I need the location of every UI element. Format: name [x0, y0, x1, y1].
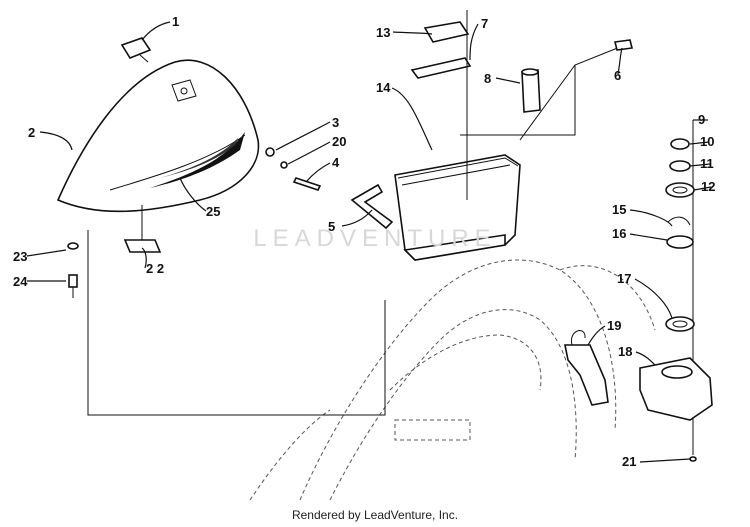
- callout-15: 15: [612, 202, 626, 217]
- leader-lines: [26, 21, 712, 463]
- assembly-lines: [87, 65, 576, 416]
- callout-10: 10: [700, 134, 714, 149]
- callout-16: 16: [612, 226, 626, 241]
- callout-22: 2 2: [146, 261, 164, 276]
- callout-8: 8: [484, 71, 491, 86]
- callout-25: 25: [206, 204, 220, 219]
- callout-19: 19: [607, 318, 621, 333]
- fitting-part: [521, 68, 541, 113]
- callout-7: 7: [481, 16, 488, 31]
- pad-part: [123, 205, 162, 253]
- hood-cover: [56, 59, 260, 213]
- washer-bolt: [67, 242, 79, 298]
- callout-13: 13: [376, 25, 390, 40]
- callout-6: 6: [614, 68, 621, 83]
- callout-labels: 1 2 3 20 4 25 23 24 2 2 5 14 13 7 8 6 9 …: [13, 14, 715, 469]
- callout-20: 20: [332, 134, 346, 149]
- callout-4: 4: [332, 155, 340, 170]
- callout-3: 3: [332, 115, 339, 130]
- hex-key: [350, 183, 394, 230]
- callout-17: 17: [617, 271, 631, 286]
- vehicle-outline: [249, 259, 656, 501]
- fasteners: [265, 147, 322, 191]
- footer-credit: Rendered by LeadVenture, Inc.: [291, 508, 459, 522]
- callout-9: 9: [698, 112, 705, 127]
- callout-5: 5: [328, 219, 335, 234]
- callout-2: 2: [28, 125, 35, 140]
- filler-housing: [639, 357, 713, 421]
- callout-11: 11: [700, 156, 714, 171]
- callout-14: 14: [376, 80, 391, 95]
- drain-plug: [689, 456, 697, 462]
- callout-1: 1: [172, 14, 179, 29]
- watermark: LEADVENTURE: [253, 225, 497, 252]
- callout-24: 24: [13, 274, 28, 289]
- bin-handle: [410, 10, 472, 200]
- callout-23: 23: [13, 249, 27, 264]
- storage-bin: [394, 154, 521, 261]
- callout-12: 12: [701, 179, 715, 194]
- filler-hose: [564, 330, 609, 406]
- latch-clip: [120, 37, 152, 63]
- callout-21: 21: [622, 454, 636, 469]
- callout-18: 18: [618, 344, 632, 359]
